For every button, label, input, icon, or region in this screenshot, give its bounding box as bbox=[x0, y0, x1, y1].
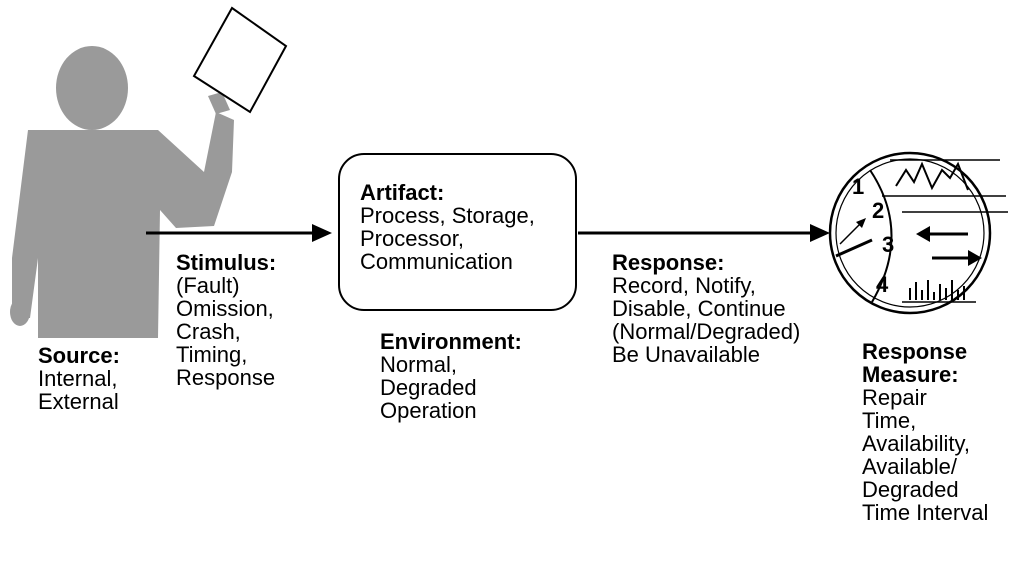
stimulus-label: Stimulus: (Fault) Omission, Crash, Timin… bbox=[176, 251, 276, 389]
response-line: (Normal/Degraded) bbox=[612, 319, 801, 344]
response-measure-line: Availability, bbox=[862, 431, 971, 456]
person-fingers bbox=[208, 92, 230, 114]
response-measure-line: Time, bbox=[862, 408, 917, 433]
artifact-line: Processor, bbox=[360, 226, 464, 251]
artifact-label: Artifact: Process, Storage, Processor, C… bbox=[360, 181, 535, 273]
response-measure-heading: Measure: bbox=[862, 362, 959, 387]
environment-line: Degraded bbox=[380, 375, 477, 400]
artifact-heading: Artifact: bbox=[360, 180, 445, 205]
response-label: Response: Record, Notify, Disable, Conti… bbox=[612, 251, 800, 366]
source-line: Internal, bbox=[38, 366, 118, 391]
stimulus-heading: Stimulus: bbox=[176, 250, 277, 275]
artifact-box bbox=[338, 153, 577, 311]
response-measure-line: Available/ bbox=[862, 454, 957, 479]
person-figure bbox=[10, 46, 234, 338]
response-measure-heading: Response bbox=[862, 339, 968, 364]
stimulus-line: Response bbox=[176, 365, 276, 390]
environment-line: Normal, bbox=[380, 352, 458, 377]
environment-heading: Environment: bbox=[380, 329, 522, 354]
stimulus-line: (Fault) bbox=[176, 273, 240, 298]
paper-icon bbox=[192, 6, 288, 114]
source-label: Source: Internal, External bbox=[38, 344, 120, 413]
stimulus-line: Omission, bbox=[176, 296, 274, 321]
response-heading: Response: bbox=[612, 250, 725, 275]
response-arrow bbox=[578, 224, 830, 242]
stimulus-arrow bbox=[146, 224, 332, 242]
clock-number-1: 1 bbox=[852, 174, 864, 199]
response-measure-line: Repair bbox=[862, 385, 927, 410]
stimulus-line: Crash, bbox=[176, 319, 241, 344]
source-heading: Source: bbox=[38, 343, 120, 368]
clock-number-3: 3 bbox=[882, 232, 894, 257]
response-line: Disable, Continue bbox=[612, 296, 786, 321]
stimulus-line: Timing, bbox=[176, 342, 248, 367]
person-head bbox=[56, 46, 128, 130]
person-hand bbox=[10, 298, 30, 326]
environment-label: Environment: Normal, Degraded Operation bbox=[380, 330, 522, 422]
artifact-line: Process, Storage, bbox=[360, 203, 535, 228]
measure-gauge-icon: 1 2 3 4 bbox=[828, 151, 1008, 315]
response-measure-label: Response Measure: Repair Time, Availabil… bbox=[862, 340, 988, 524]
clock-number-4: 4 bbox=[876, 272, 889, 297]
clock-number-2: 2 bbox=[872, 198, 884, 223]
source-line: External bbox=[38, 389, 119, 414]
person-body bbox=[12, 112, 234, 338]
response-line: Record, Notify, bbox=[612, 273, 756, 298]
artifact-line: Communication bbox=[360, 249, 513, 274]
response-measure-line: Time Interval bbox=[862, 500, 989, 525]
response-measure-line: Degraded bbox=[862, 477, 959, 502]
response-line: Be Unavailable bbox=[612, 342, 760, 367]
environment-line: Operation bbox=[380, 398, 477, 423]
